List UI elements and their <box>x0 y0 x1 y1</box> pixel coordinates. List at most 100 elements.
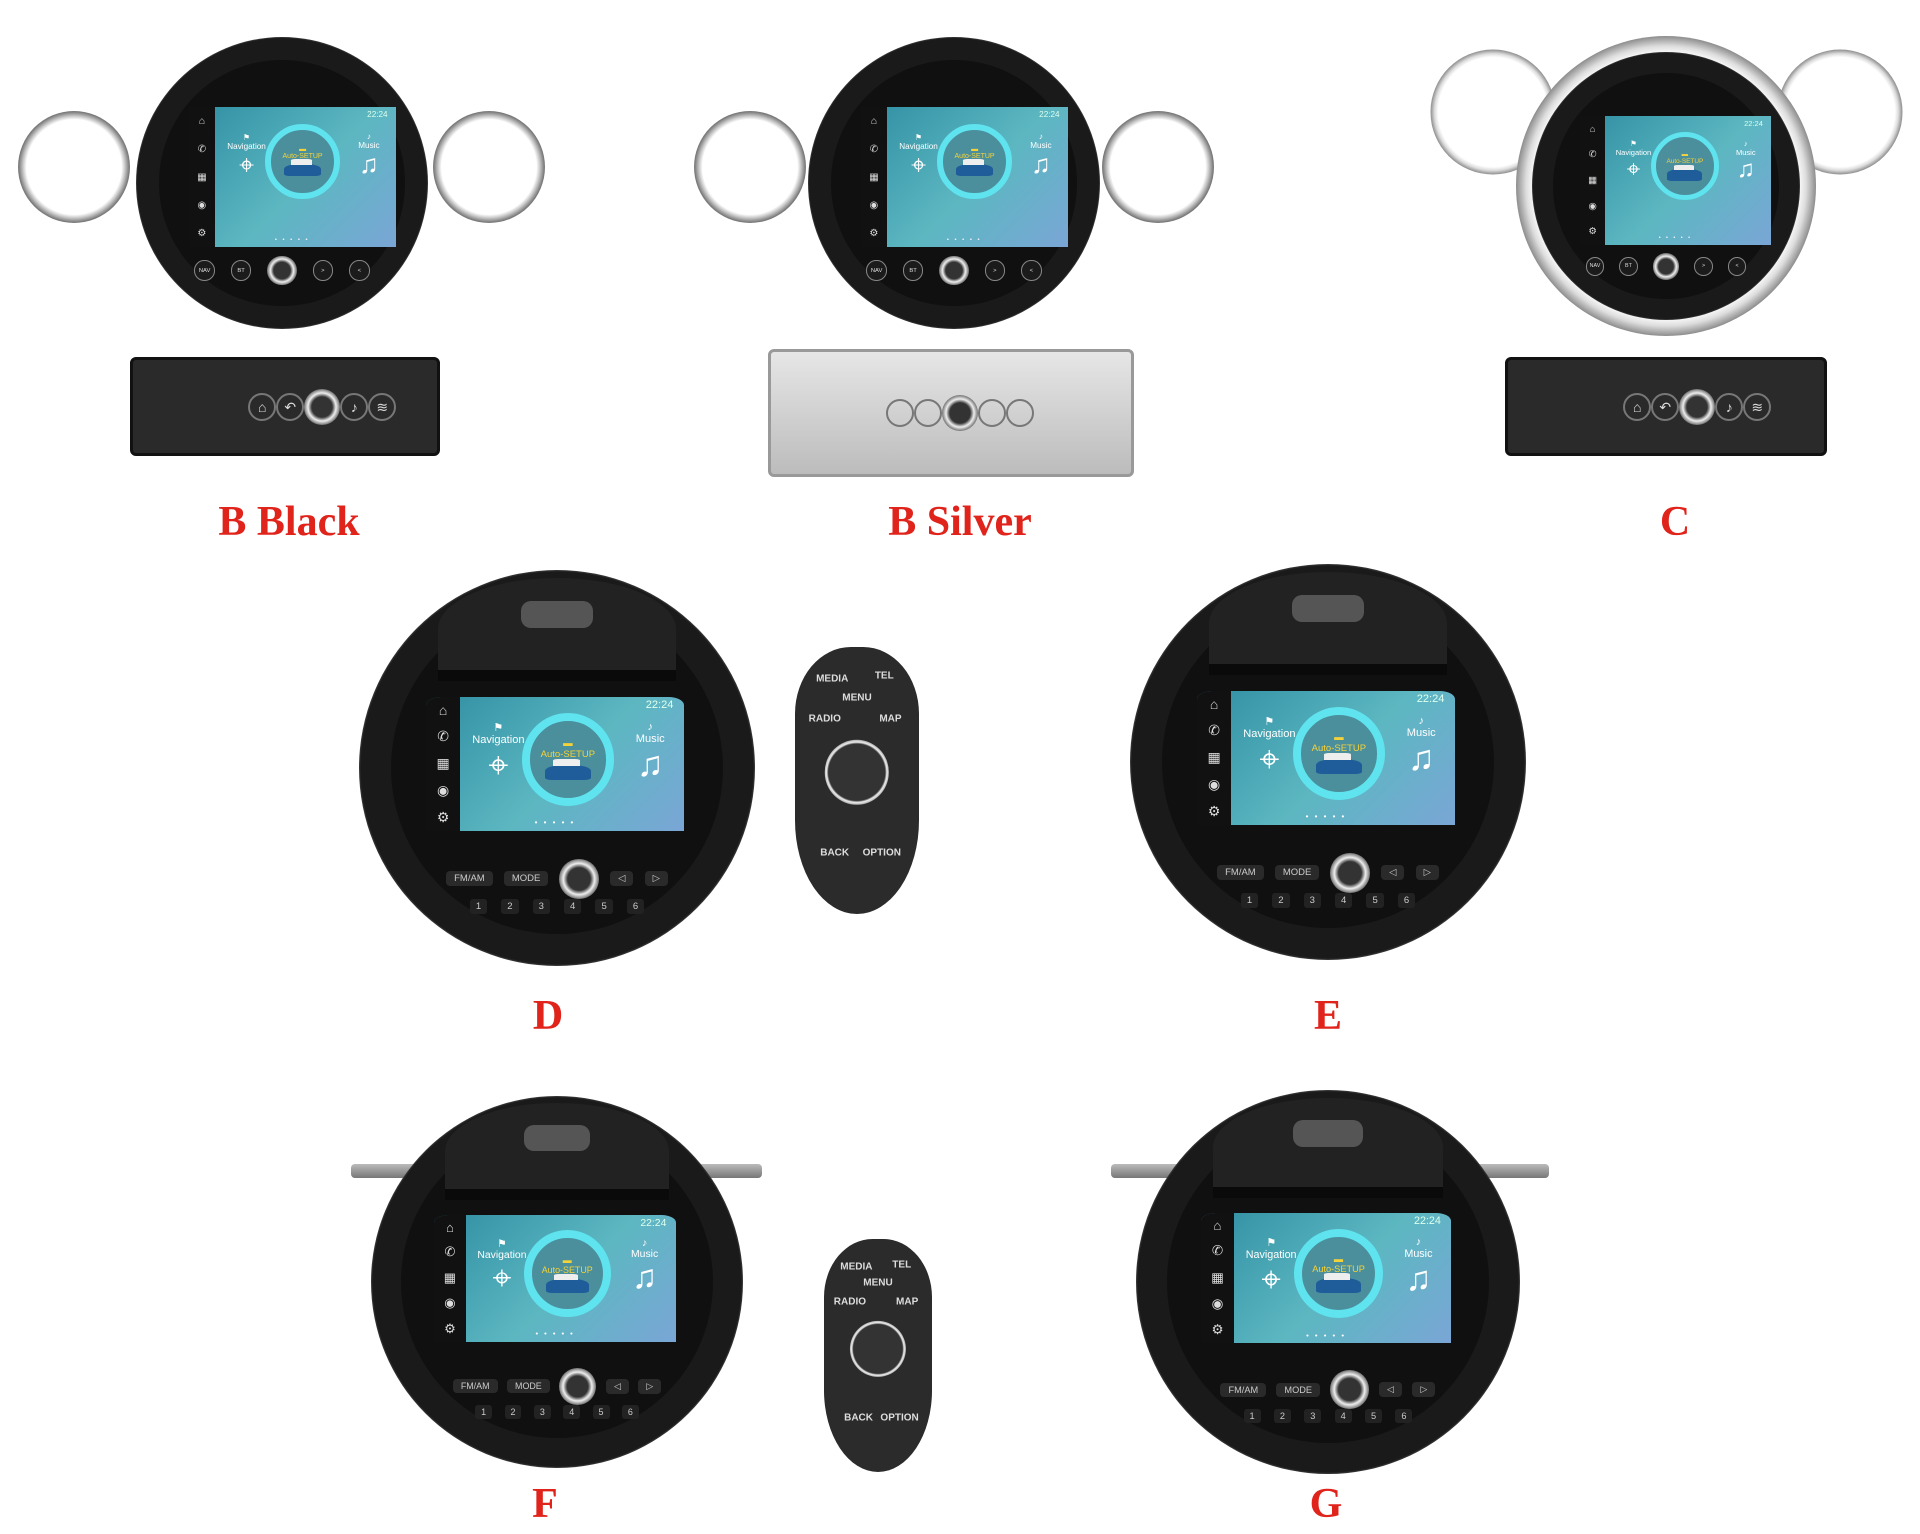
navigation-tile[interactable]: ⚑Navigation⌖ <box>896 132 942 180</box>
forward-button[interactable]: > <box>312 260 334 281</box>
music-tile[interactable]: ♪Music♫ <box>1393 715 1450 778</box>
auto-setup-tile[interactable]: ▬Auto-SETUP <box>521 712 615 806</box>
option-button[interactable]: OPTION <box>880 1412 919 1424</box>
auto-setup-tile[interactable]: ▬Auto-SETUP <box>265 123 340 199</box>
preset-button[interactable]: 1 <box>1243 1408 1261 1423</box>
navigation-tile[interactable]: ⚑Navigation⌖ <box>1244 1236 1299 1299</box>
fm-am-button[interactable]: FM/AM <box>452 1379 498 1394</box>
radio-button[interactable]: RADIO <box>833 1296 867 1308</box>
next-button[interactable]: ▷ <box>638 1378 662 1394</box>
nav-button[interactable]: NAV <box>866 260 887 281</box>
media-button[interactable]: MEDIA <box>816 673 849 685</box>
navigation-tile[interactable]: ⚑Navigation⌖ <box>1241 715 1298 779</box>
nav-button[interactable]: NAV <box>194 260 215 281</box>
power-volume-knob[interactable] <box>1330 1370 1369 1409</box>
prev-button[interactable]: ◁ <box>605 1378 629 1394</box>
climate-button[interactable] <box>1006 399 1035 427</box>
navigation-tile[interactable]: ⚑Navigation⌖ <box>470 721 527 785</box>
music-tile[interactable]: ♪Music♫ <box>346 132 392 179</box>
climate-button[interactable]: ≋ <box>1743 392 1772 421</box>
mode-button[interactable]: MODE <box>503 871 549 887</box>
forward-button[interactable]: > <box>984 260 1006 281</box>
back-button[interactable]: BACK <box>820 847 850 859</box>
fm-am-button[interactable]: FM/AM <box>446 871 493 887</box>
power-volume-knob[interactable] <box>1330 853 1371 893</box>
map-button[interactable]: MAP <box>879 713 902 725</box>
back-button[interactable]: BACK <box>844 1412 873 1424</box>
home-button[interactable] <box>886 399 915 427</box>
bt-button[interactable]: BT <box>902 260 924 281</box>
music-button[interactable]: ♪ <box>1715 392 1744 421</box>
tel-button[interactable]: TEL <box>892 1259 912 1271</box>
auto-setup-tile[interactable]: ▬Auto-SETUP <box>937 123 1012 199</box>
tel-button[interactable]: TEL <box>874 670 894 682</box>
preset-button[interactable]: 3 <box>1304 1408 1322 1423</box>
music-button[interactable] <box>978 399 1007 427</box>
prev-button[interactable]: ◁ <box>610 871 634 887</box>
auto-setup-tile[interactable]: ▬Auto-SETUP <box>523 1230 611 1318</box>
preset-button[interactable]: 2 <box>1272 892 1290 908</box>
music-tile[interactable]: ♪Music♫ <box>1391 1236 1446 1298</box>
preset-button[interactable]: 3 <box>533 1404 551 1419</box>
music-tile[interactable]: ♪Music♫ <box>1725 139 1767 184</box>
mode-button[interactable]: MODE <box>1274 865 1320 881</box>
auto-setup-tile[interactable]: ▬Auto-SETUP <box>1650 131 1720 201</box>
volume-knob[interactable] <box>1652 253 1680 280</box>
home-button[interactable]: ⌂ <box>248 392 277 421</box>
preset-button[interactable]: 3 <box>532 898 550 914</box>
navigation-tile[interactable]: ⚑Navigation⌖ <box>224 132 270 180</box>
preset-button[interactable]: 2 <box>501 898 519 914</box>
media-button[interactable]: MEDIA <box>840 1261 873 1273</box>
bt-button[interactable]: BT <box>230 260 252 281</box>
preset-button[interactable]: 5 <box>595 898 613 914</box>
preset-button[interactable]: 3 <box>1303 892 1321 908</box>
back-button[interactable]: < <box>349 260 370 281</box>
prev-button[interactable]: ◁ <box>1381 865 1405 881</box>
fm-am-button[interactable]: FM/AM <box>1220 1382 1267 1397</box>
preset-button[interactable]: 6 <box>1397 892 1416 908</box>
panel-knob[interactable] <box>942 395 979 431</box>
volume-knob[interactable] <box>939 256 969 286</box>
preset-button[interactable]: 2 <box>1273 1408 1291 1423</box>
back-button[interactable] <box>914 399 943 427</box>
music-tile[interactable]: ♪Music♫ <box>618 1238 671 1297</box>
preset-button[interactable]: 4 <box>1334 1408 1352 1423</box>
volume-knob[interactable] <box>267 256 297 286</box>
preset-button[interactable]: 5 <box>1364 1408 1383 1423</box>
music-tile[interactable]: ♪Music♫ <box>1018 132 1064 179</box>
nav-button[interactable]: NAV <box>1585 257 1605 276</box>
preset-button[interactable]: 5 <box>1366 892 1384 908</box>
next-button[interactable]: ▷ <box>644 871 668 887</box>
mode-button[interactable]: MODE <box>1276 1382 1321 1397</box>
joystick-dial[interactable] <box>824 740 890 805</box>
radio-button[interactable]: RADIO <box>808 713 841 725</box>
mode-button[interactable]: MODE <box>507 1379 550 1394</box>
home-button[interactable]: ⌂ <box>1623 392 1652 421</box>
menu-button[interactable]: MENU <box>863 1277 893 1289</box>
bt-button[interactable]: BT <box>1619 257 1638 276</box>
forward-button[interactable]: > <box>1694 257 1713 276</box>
preset-button[interactable]: 5 <box>592 1404 610 1419</box>
climate-button[interactable]: ≋ <box>368 392 397 421</box>
navigation-tile[interactable]: ⚑Navigation⌖ <box>1613 139 1655 184</box>
preset-button[interactable]: 4 <box>1335 892 1353 908</box>
preset-button[interactable]: 6 <box>626 898 645 914</box>
power-volume-knob[interactable] <box>559 1367 597 1405</box>
map-button[interactable]: MAP <box>896 1296 919 1308</box>
preset-button[interactable]: 1 <box>469 898 488 914</box>
preset-button[interactable]: 4 <box>563 1404 581 1419</box>
preset-button[interactable]: 6 <box>621 1404 639 1419</box>
preset-button[interactable]: 6 <box>1395 1408 1413 1423</box>
back-button[interactable]: < <box>1021 260 1042 281</box>
back-button[interactable]: < <box>1727 257 1747 276</box>
next-button[interactable]: ▷ <box>1415 865 1439 881</box>
back-button[interactable]: ↶ <box>276 392 305 421</box>
panel-knob[interactable] <box>1679 388 1716 425</box>
joystick-dial[interactable] <box>849 1320 907 1377</box>
preset-button[interactable]: 4 <box>564 898 582 914</box>
preset-button[interactable]: 2 <box>504 1404 522 1419</box>
prev-button[interactable]: ◁ <box>1379 1382 1403 1397</box>
auto-setup-tile[interactable]: ▬Auto-SETUP <box>1292 706 1386 800</box>
preset-button[interactable]: 1 <box>475 1404 493 1419</box>
auto-setup-tile[interactable]: ▬Auto-SETUP <box>1293 1228 1384 1319</box>
